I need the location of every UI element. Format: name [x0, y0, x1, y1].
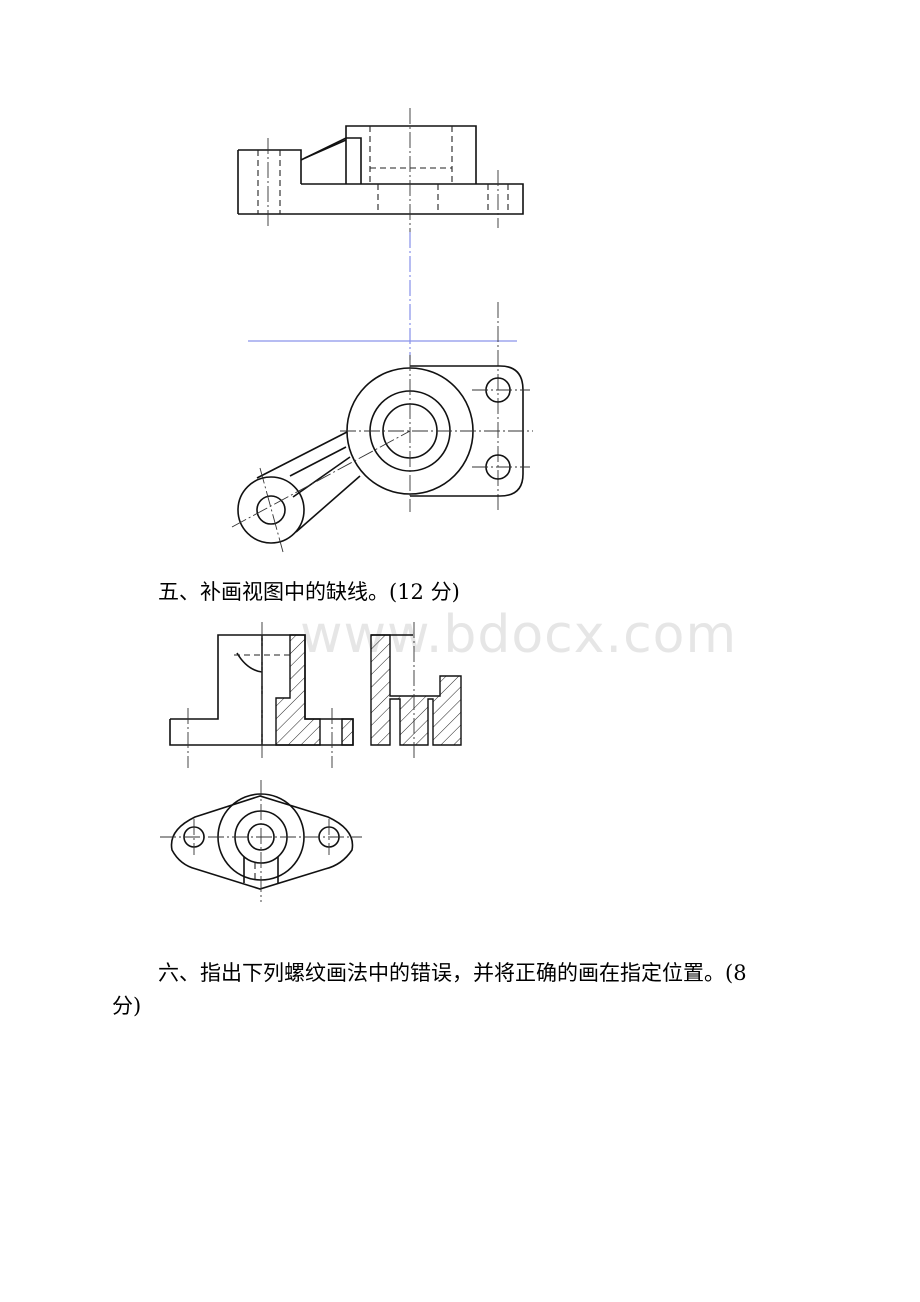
question-6-line-1: 六、指出下列螺纹画法中的错误，并将正确的画在指定位置。(8: [158, 961, 747, 985]
flange-top-view-drawing: [160, 780, 362, 902]
question-5-title: 五、补画视图中的缺线。(12 分): [158, 580, 460, 604]
figure-section-views: [169, 622, 462, 768]
front-view-drawing: [237, 108, 524, 232]
side-section-view: [370, 622, 462, 758]
front-section-view: [169, 622, 354, 768]
figure-flange-top-view: [160, 780, 362, 902]
top-view-drawing: [231, 355, 533, 553]
figure-bracket-views: [231, 108, 533, 553]
question-6-line-2: 分): [112, 994, 142, 1018]
